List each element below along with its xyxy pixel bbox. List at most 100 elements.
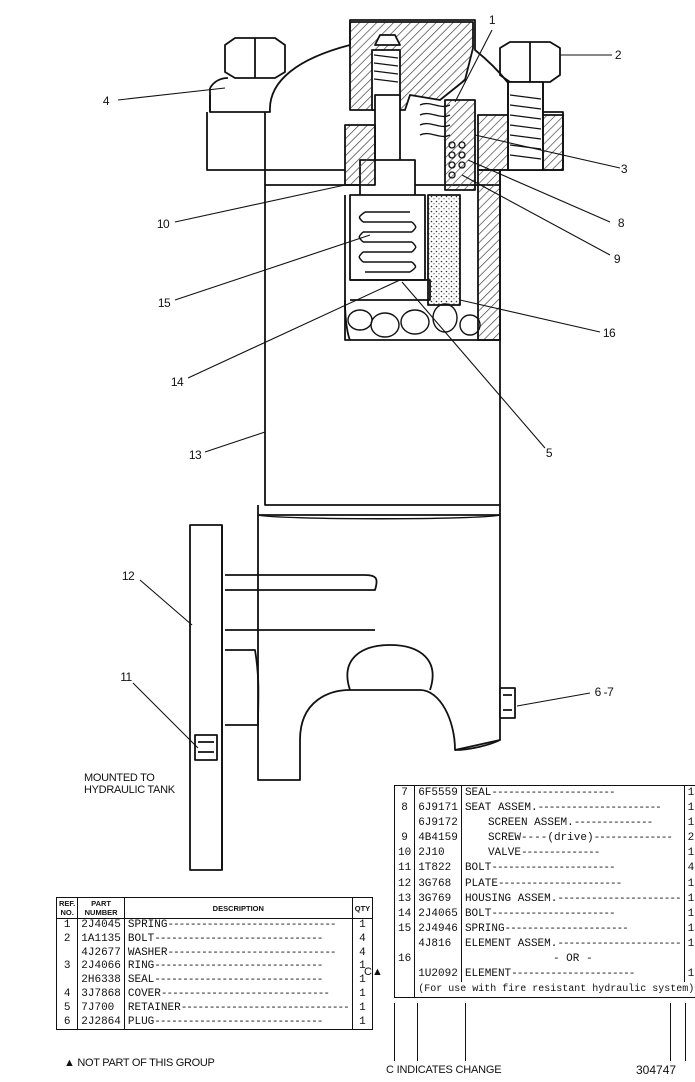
dash-leader: ------------------------------ (154, 974, 323, 987)
header-ref: REF. NO. (55, 897, 79, 919)
description: SPRING (127, 919, 168, 931)
description: SPRING (464, 922, 505, 935)
ref: 9 (401, 832, 408, 845)
element-note: (For use with fire resistant hydraulic s… (418, 984, 695, 996)
ref: 2 (63, 932, 71, 945)
drawing-number: 304747 (636, 1063, 677, 1077)
dash-leader: ---------------------- (511, 968, 635, 981)
description: BOLT (464, 862, 492, 875)
dash-leader: -------------- (593, 832, 673, 845)
callout-13: 13 (188, 448, 202, 462)
part-number: 4J816 (418, 937, 452, 950)
part-number: 1T822 (418, 862, 452, 875)
quantity: 1 (687, 877, 695, 890)
description: SEAL (127, 974, 155, 987)
change-mark: C▲ (364, 966, 383, 978)
ref: 7 (401, 787, 408, 799)
part-number: 2J4946 (418, 922, 458, 935)
dash-leader: ---------------------- (491, 787, 615, 799)
header-desc: DESCRIPTION (123, 897, 353, 919)
description: RING (127, 960, 155, 973)
quantity: 1 (359, 1001, 366, 1014)
dash-leader: -------------- (573, 817, 653, 830)
ref: 15 (398, 922, 412, 935)
quantity: 1 (687, 937, 695, 950)
part-number: 2J4065 (418, 907, 458, 920)
callout-15: 15 (157, 296, 171, 310)
callout-5: 5 (545, 446, 553, 460)
part-number: 6J9171 (418, 802, 458, 815)
ref: 3 (63, 960, 71, 973)
dash-leader: ---------------------- (497, 877, 622, 890)
quantity: 1 (687, 817, 695, 830)
ref: 11 (398, 862, 412, 875)
dash-leader: ---------------------- (557, 937, 681, 950)
description: BOLT (127, 932, 155, 945)
ref: 4 (63, 987, 71, 1000)
ref: 16 (398, 953, 412, 966)
ref: 8 (401, 802, 408, 815)
part-number: 6J9172 (418, 817, 458, 830)
callout-6-7: 6 -7 (594, 685, 614, 699)
quantity: 1 (687, 907, 695, 920)
callout-9: 9 (613, 252, 621, 266)
table-row: 4J816 ELEMENT ASSEM.---------------------… (395, 936, 695, 953)
ref: 14 (398, 907, 412, 920)
description: ELEMENT (464, 968, 512, 981)
quantity: 4 (687, 862, 695, 875)
dash-leader: ------------------------------ (167, 946, 336, 959)
housing-body (264, 185, 501, 506)
mounting-note: MOUNTED TO HYDRAULIC TANK (84, 772, 175, 796)
part-number: 2J2864 (81, 1015, 121, 1028)
description: SCREW----(drive) (487, 832, 594, 845)
dash-leader: ------------------------------ (154, 960, 323, 973)
callout-12: 12 (121, 569, 135, 583)
quantity: 1 (687, 847, 695, 860)
not-part-footnote: ▲ NOT PART OF THIS GROUP (64, 1057, 215, 1069)
quantity: 2 (687, 832, 695, 845)
bolt-head-left (224, 37, 286, 79)
table-blank-area (394, 1003, 686, 1061)
filter-element (427, 194, 461, 306)
quantity: 4 (359, 932, 366, 945)
part-number: 4J2677 (81, 946, 121, 959)
dash-leader: ------------------------------ (180, 1001, 350, 1014)
part-number: 3J7868 (81, 987, 121, 1000)
dash-leader: ---------------------- (557, 892, 681, 905)
ref: 10 (398, 847, 412, 860)
quantity: 4 (359, 946, 366, 959)
callout-1: 1 (488, 13, 496, 27)
callout-14: 14 (170, 375, 184, 389)
description: PLUG (127, 1015, 155, 1028)
quantity: 1 (687, 787, 695, 799)
description: HOUSING ASSEM. (464, 892, 558, 905)
description: VALVE (487, 847, 521, 860)
dash-leader: ------------------------------ (167, 919, 336, 931)
callout-11: 11 (120, 670, 132, 684)
description: ELEMENT ASSEM. (464, 937, 558, 950)
quantity: 1 (687, 968, 695, 981)
callout-10: 10 (156, 217, 170, 231)
description: RETAINER (127, 1001, 181, 1014)
mounting-note-line-1: MOUNTED TO (84, 772, 155, 784)
part-number: 1A1135 (81, 932, 121, 945)
